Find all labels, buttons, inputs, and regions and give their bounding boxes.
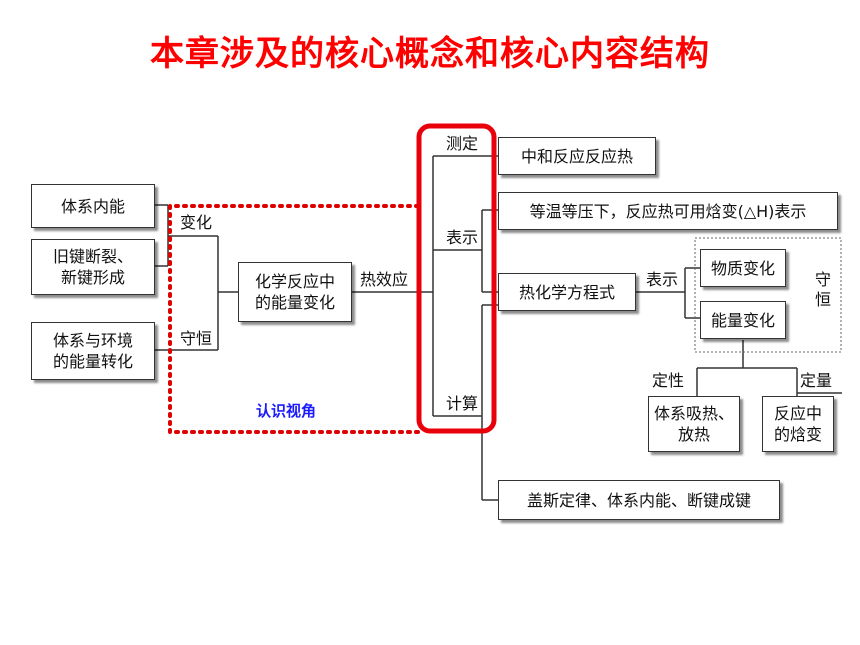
- energy-transfer-box: 体系与环境 的能量转化: [31, 322, 155, 380]
- matter-change-box: 物质变化: [700, 249, 786, 287]
- neutralization-box: 中和反应反应热: [498, 137, 656, 175]
- label-express-2: 表示: [646, 270, 679, 289]
- bond-change-text: 旧键断裂、 新键形成: [52, 247, 133, 287]
- center-energy-change-box: 化学反应中 的能量变化: [238, 262, 352, 322]
- thermo-equation-text: 热化学方程式: [518, 282, 615, 302]
- label-express: 表示: [446, 228, 479, 247]
- heat-absorb-release-box: 体系吸热、 放热: [648, 396, 740, 452]
- enthalpy-change-text: 等温等压下，反应热可用焓变(△H)表示: [529, 201, 807, 221]
- label-calculate: 计算: [446, 394, 479, 413]
- label-conserve: 守 恒: [815, 270, 832, 309]
- hess-law-box: 盖斯定律、体系内能、断键成键: [498, 480, 780, 520]
- label-heat-effect: 热效应: [360, 270, 409, 289]
- label-qualitative: 定性: [652, 371, 685, 390]
- center-energy-change-text: 化学反应中 的能量变化: [254, 272, 335, 312]
- energy-change-text: 能量变化: [710, 310, 775, 330]
- thermo-equation-box: 热化学方程式: [498, 273, 636, 311]
- heat-absorb-release-text: 体系吸热、 放热: [653, 404, 734, 444]
- matter-change-text: 物质变化: [710, 258, 775, 278]
- page-title: 本章涉及的核心概念和核心内容结构: [150, 34, 710, 74]
- internal-energy-text: 体系内能: [60, 196, 125, 216]
- internal-energy-box: 体系内能: [31, 184, 155, 228]
- bond-change-box: 旧键断裂、 新键形成: [31, 239, 155, 295]
- label-measure: 测定: [446, 134, 479, 153]
- label-change: 变化: [180, 213, 213, 232]
- label-quantitative: 定量: [800, 371, 833, 390]
- hess-law-text: 盖斯定律、体系内能、断键成键: [526, 490, 751, 510]
- reaction-enthalpy-box: 反应中 的焓变: [762, 396, 834, 452]
- reaction-enthalpy-text: 反应中 的焓变: [773, 404, 822, 444]
- label-conservation: 守恒: [180, 329, 213, 348]
- neutralization-text: 中和反应反应热: [520, 146, 633, 166]
- energy-change-box: 能量变化: [700, 301, 786, 339]
- energy-transfer-text: 体系与环境 的能量转化: [52, 331, 133, 371]
- label-perspective: 认识视角: [256, 402, 317, 420]
- enthalpy-change-box: 等温等压下，反应热可用焓变(△H)表示: [498, 192, 838, 230]
